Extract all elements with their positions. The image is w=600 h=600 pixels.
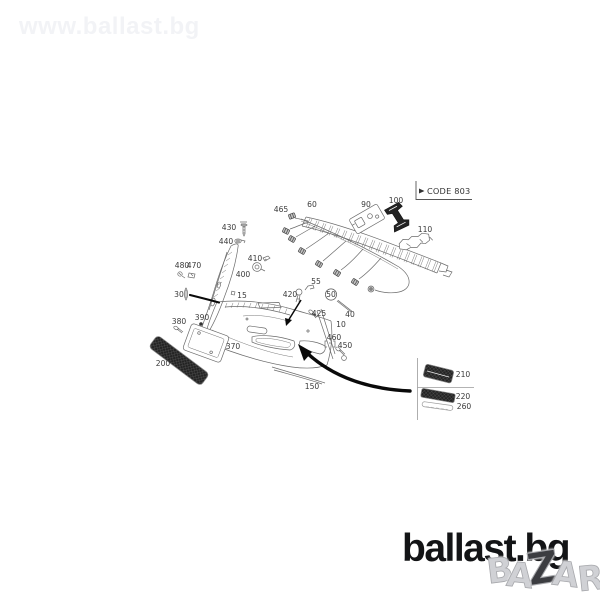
bracket-30 <box>184 287 188 301</box>
round-connector <box>367 285 375 293</box>
code-label: CODE 803 <box>427 186 470 196</box>
part-label-380: 380 <box>172 317 187 326</box>
part-labels: 465 60 90 100 110 430 440 410 400 480 47… <box>156 196 472 411</box>
screw-380 <box>173 325 184 334</box>
harness-connector <box>314 259 324 269</box>
part-label-370: 370 <box>226 342 241 351</box>
mount-plate-90 <box>349 204 385 234</box>
bracket-55 <box>304 284 315 291</box>
code-arrow-icon <box>419 188 425 194</box>
harness-connector <box>287 234 297 244</box>
impact-absorber-bar <box>301 216 453 278</box>
screw-420 <box>295 288 303 303</box>
harness-connector <box>297 246 307 256</box>
diagram-linework <box>149 201 474 420</box>
part-label-440: 440 <box>219 237 234 246</box>
part-label-90: 90 <box>361 200 371 209</box>
part-label-450: 450 <box>338 341 353 350</box>
bracket-100 <box>384 201 410 233</box>
part-label-150: 150 <box>305 382 320 391</box>
part-label-390: 390 <box>195 313 210 322</box>
footer-logo-text: ballast.bg <box>402 527 571 570</box>
screw-430 <box>240 221 248 237</box>
part-label-60: 60 <box>307 200 317 209</box>
bracket-110 <box>398 232 433 251</box>
site-watermark: www.ballast.bg <box>19 13 200 40</box>
clip-470 <box>187 272 196 279</box>
part-label-410: 410 <box>248 254 263 263</box>
label-circle-50 <box>325 288 337 301</box>
part-label-200: 200 <box>156 359 171 368</box>
bumper-side-strut <box>197 243 239 341</box>
part-label-110: 110 <box>418 225 433 234</box>
part-label-55: 55 <box>311 277 321 286</box>
sensor-400 <box>252 262 266 272</box>
part-label-30: 30 <box>174 290 184 299</box>
rivet-390 <box>199 322 203 326</box>
harness-connector <box>287 212 297 220</box>
clip-460 <box>324 340 336 348</box>
chrome-strip-260 <box>421 401 454 411</box>
code-box: CODE 803 <box>415 181 472 200</box>
harness-connector <box>350 277 360 287</box>
part-label-400: 400 <box>236 270 251 279</box>
part-label-10: 10 <box>336 320 346 329</box>
side-grille-210 <box>423 363 454 384</box>
side-grille-220 <box>420 388 456 403</box>
part-label-430: 430 <box>222 223 237 232</box>
bazar-letter: R <box>575 557 600 600</box>
harness-connector <box>332 268 342 278</box>
big-arrow-head <box>298 344 312 361</box>
part-label-420: 420 <box>283 290 298 299</box>
plate-bracket-370 <box>182 323 230 363</box>
part-label-40: 40 <box>345 310 355 319</box>
arrow-420 <box>287 299 302 322</box>
big-arrow <box>305 351 412 393</box>
part-label-260: 260 <box>457 402 472 411</box>
part-label-220: 220 <box>456 392 471 401</box>
clip-480 <box>177 271 186 279</box>
harness-connector <box>281 227 291 235</box>
part-label-425: 425 <box>312 309 327 318</box>
part-label-50: 50 <box>326 290 336 299</box>
part-label-460: 460 <box>327 333 342 342</box>
part-label-15: 15 <box>237 291 247 300</box>
grommet-440 <box>234 238 246 244</box>
part-label-210: 210 <box>456 370 471 379</box>
pointer-arrows <box>188 293 412 393</box>
bazar-watermark: BAZAR <box>484 540 600 600</box>
small-arrow-30 <box>188 293 221 304</box>
trim-strip-150 <box>271 366 326 385</box>
pin-40 <box>336 299 353 313</box>
inset-panel <box>417 358 474 420</box>
part-label-470: 470 <box>187 261 202 270</box>
part-label-465: 465 <box>274 205 289 214</box>
arrow-420-head <box>285 318 292 326</box>
wiring-harness <box>281 212 410 294</box>
screw-450 <box>335 346 347 361</box>
part-label-480: 480 <box>175 261 190 270</box>
screw-15 <box>230 290 236 296</box>
part-label-100: 100 <box>389 196 404 205</box>
clip-410 <box>262 255 271 262</box>
